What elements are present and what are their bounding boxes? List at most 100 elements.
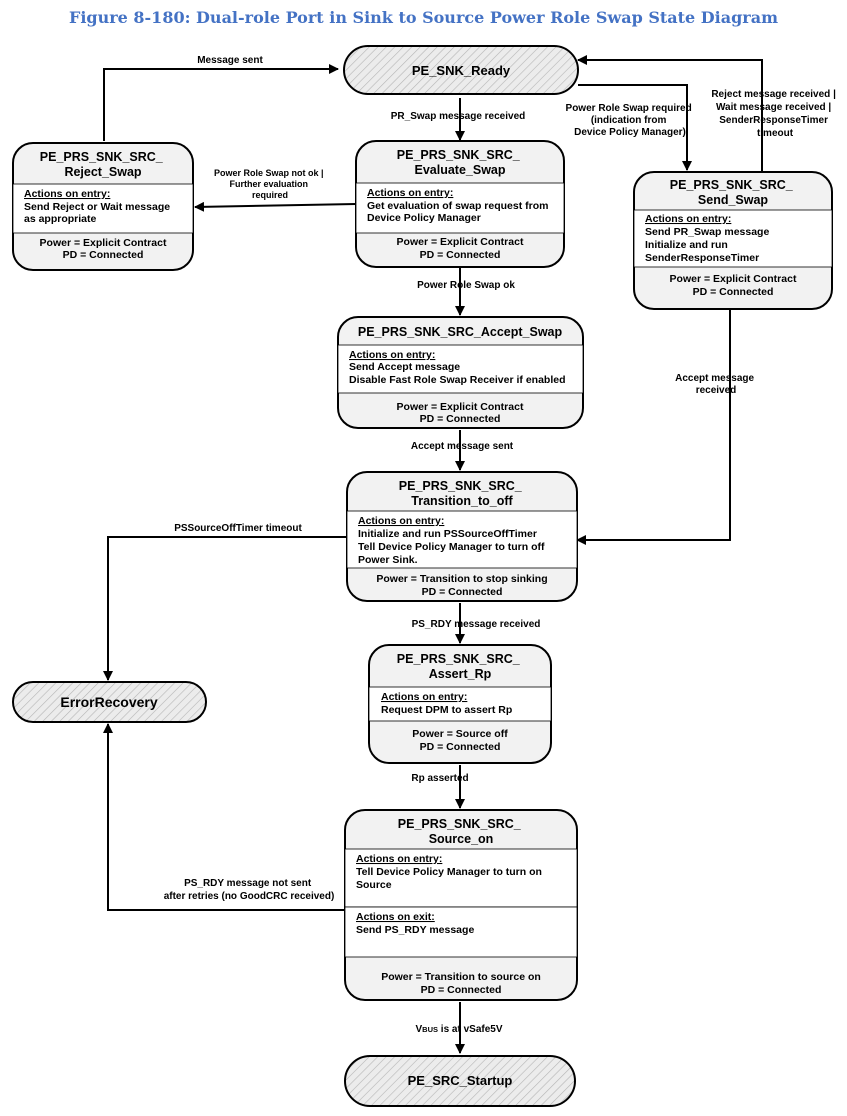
state-title: PE_SRC_Startup <box>408 1073 513 1088</box>
action-line: Send Accept message <box>349 361 460 373</box>
edge-transition-to-error <box>103 536 347 681</box>
actions-box <box>337 344 584 394</box>
actions-box <box>355 182 565 234</box>
label-line: timeout <box>757 128 794 139</box>
edge-ready-to-sendswap <box>578 84 692 171</box>
title-line: PE_PRS_SNK_SRC_ <box>397 652 521 666</box>
state-footer: Power = Transition to stop sinking <box>376 573 547 585</box>
title-line: PE_PRS_SNK_SRC_ <box>397 148 521 162</box>
state-reject-swap: PE_PRS_SNK_SRC_ Reject_Swap Actions on e… <box>12 142 194 271</box>
state-title: PE_PRS_SNK_SRC_ Send_Swap <box>670 178 796 207</box>
label-swap-ok: Power Role Swap ok <box>417 280 515 291</box>
label-line: Power Role Swap not ok | <box>214 168 324 178</box>
label-line: Further evaluation <box>229 179 308 189</box>
state-error-recovery: ErrorRecovery <box>12 681 207 723</box>
actions-heading: Actions on entry: <box>358 515 444 527</box>
action-line: Send Reject or Wait message <box>24 201 170 213</box>
exit-actions-box <box>344 906 578 958</box>
label-line: PS_RDY message not sent <box>184 878 312 889</box>
actions-heading: Actions on entry: <box>24 188 110 200</box>
state-footer: PD = Connected <box>693 286 774 298</box>
title-line: PE_PRS_SNK_SRC_ <box>40 150 164 164</box>
label-accept-sent: Accept message sent <box>411 441 514 452</box>
vbus-rest: is at vSafe5V <box>438 1024 503 1035</box>
state-src-startup: PE_SRC_Startup <box>344 1055 576 1107</box>
action-line: Tell Device Policy Manager to turn on <box>356 866 542 878</box>
actions-heading: Actions on entry: <box>367 187 453 199</box>
state-footer: Power = Explicit Contract <box>40 237 167 249</box>
page-title: Figure 8-180: Dual-role Port in Sink to … <box>68 8 779 27</box>
actions-box <box>346 510 578 569</box>
state-shape <box>12 681 207 723</box>
title-line: Assert_Rp <box>429 667 492 681</box>
label-reject-wait-received: Reject message received | Wait message r… <box>711 89 838 139</box>
state-footer: Power = Transition to source on <box>381 971 541 983</box>
state-footer: PD = Connected <box>422 586 503 598</box>
action-line: Get evaluation of swap request from <box>367 200 548 212</box>
label-not-ok: Power Role Swap not ok | Further evaluat… <box>214 168 326 200</box>
label-line: required <box>252 190 288 200</box>
label-line: Wait message received | <box>716 102 831 113</box>
state-shape <box>343 45 579 95</box>
title-line: PE_PRS_SNK_SRC_ <box>399 479 523 493</box>
edge-sendswap-to-transition <box>576 310 731 545</box>
label-message-sent: Message sent <box>197 55 263 66</box>
state-footer: PD = Connected <box>420 741 501 753</box>
label-ps-rdy-received: PS_RDY message received <box>412 619 541 630</box>
exit-action-line: Send PS_RDY message <box>356 924 474 936</box>
label-line: Power Role Swap required <box>566 103 692 114</box>
label-pr-swap-required: Power Role Swap required (indication fro… <box>566 103 695 138</box>
transition-labels: Message sent PR_Swap message received Po… <box>164 55 838 1035</box>
state-title: PE_PRS_SNK_SRC_ Source_on <box>398 817 524 846</box>
actions-heading: Actions on entry: <box>645 213 731 225</box>
state-title: PE_PRS_SNK_SRC_ Evaluate_Swap <box>397 148 523 177</box>
state-evaluate-swap: PE_PRS_SNK_SRC_ Evaluate_Swap Actions on… <box>355 140 565 268</box>
actions-box <box>633 209 833 268</box>
edge-reject-to-ready <box>103 64 339 141</box>
state-footer: PD = Connected <box>420 413 501 425</box>
title-line: Send_Swap <box>698 193 769 207</box>
action-line: Initialize and run PSSourceOffTimer <box>358 528 537 540</box>
state-send-swap: PE_PRS_SNK_SRC_ Send_Swap Actions on ent… <box>633 171 833 310</box>
exit-actions-heading: Actions on exit: <box>356 911 435 923</box>
state-title: PE_PRS_SNK_SRC_ Reject_Swap <box>40 150 166 179</box>
actions-heading: Actions on entry: <box>349 349 435 361</box>
edge-sendswap-to-ready <box>577 55 763 172</box>
label-rp-asserted: Rp asserted <box>411 773 468 784</box>
vbus-cap: V <box>416 1024 423 1035</box>
action-line: Request DPM to assert Rp <box>381 704 512 716</box>
state-source-on: PE_PRS_SNK_SRC_ Source_on Actions on ent… <box>344 809 578 1001</box>
state-footer: Power = Explicit Contract <box>670 273 797 285</box>
state-footer: Power = Explicit Contract <box>397 401 524 413</box>
state-footer: PD = Connected <box>421 984 502 996</box>
transitions <box>103 55 763 1054</box>
state-title: PE_PRS_SNK_SRC_ Assert_Rp <box>397 652 523 681</box>
edge-sourceon-to-error <box>103 723 345 911</box>
state-footer: Power = Source off <box>412 728 508 740</box>
state-accept-swap: PE_PRS_SNK_SRC_Accept_Swap Actions on en… <box>337 316 584 429</box>
action-line: Initialize and run <box>645 239 728 251</box>
state-footer: PD = Connected <box>63 249 144 261</box>
title-line: PE_PRS_SNK_SRC_ <box>398 817 522 831</box>
action-line: as appropriate <box>24 213 97 225</box>
actions-box <box>344 848 578 908</box>
state-footer: PD = Connected <box>420 249 501 261</box>
state-title: ErrorRecovery <box>60 694 157 710</box>
action-line: Tell Device Policy Manager to turn off <box>358 541 545 553</box>
edge-evaluate-to-reject <box>194 201 357 212</box>
action-line: Send PR_Swap message <box>645 226 769 238</box>
action-line: SenderResponseTimer <box>645 252 759 264</box>
label-pr-swap-received: PR_Swap message received <box>391 111 526 122</box>
actions-heading: Actions on entry: <box>381 691 467 703</box>
state-snk-ready: PE_SNK_Ready <box>343 45 579 95</box>
title-line: PE_PRS_SNK_SRC_ <box>670 178 794 192</box>
label-line: Accept message <box>675 373 754 384</box>
state-title: PE_SNK_Ready <box>412 63 511 78</box>
state-shape <box>344 1055 576 1107</box>
label-ps-rdy-not-sent: PS_RDY message not sent after retries (n… <box>164 878 335 902</box>
label-line: received <box>696 385 737 396</box>
action-line: Disable Fast Role Swap Receiver if enabl… <box>349 374 566 386</box>
label-line: SenderResponseTimer <box>719 115 828 126</box>
state-footer: Power = Explicit Contract <box>397 236 524 248</box>
